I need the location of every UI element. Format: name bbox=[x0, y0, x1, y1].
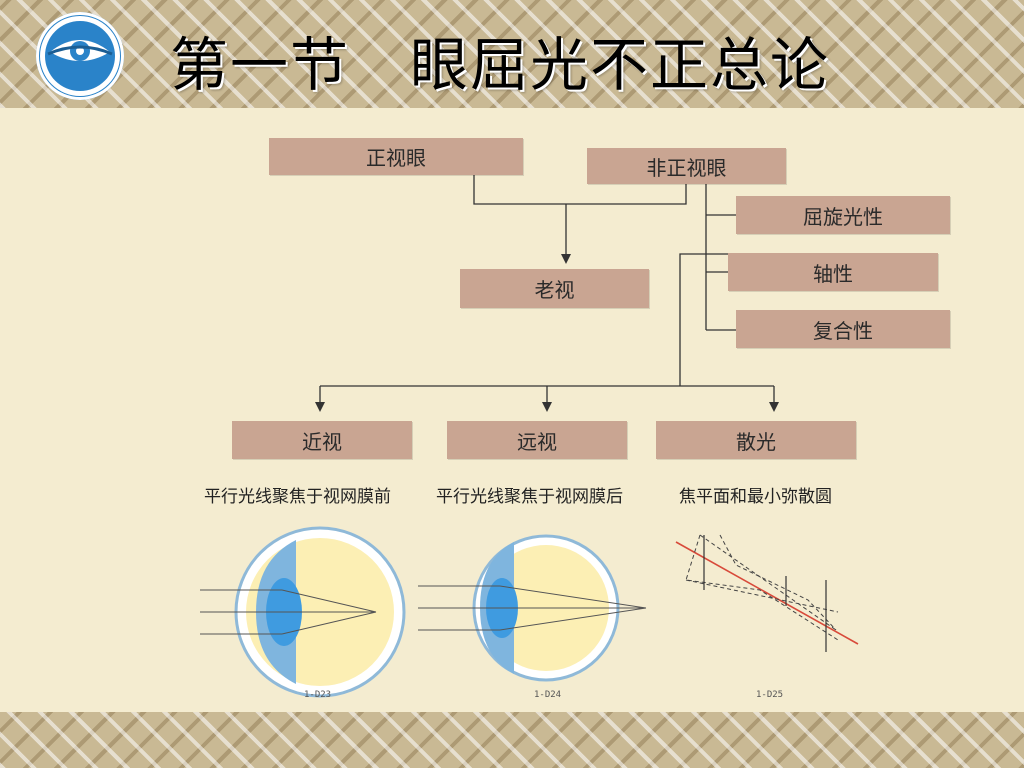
figure-number-2: 1-D24 bbox=[534, 690, 562, 700]
caption-myopia: 平行光线聚焦于视网膜前 bbox=[204, 487, 391, 507]
node-presbyopia: 老视 bbox=[460, 269, 649, 308]
figure-number-3: 1-D25 bbox=[756, 690, 784, 700]
caption-hyperopia: 平行光线聚焦于视网膜后 bbox=[436, 487, 623, 507]
astigmatism-illustration bbox=[675, 534, 859, 652]
node-emmetropia: 正视眼 bbox=[269, 138, 523, 175]
node-hyperopia: 远视 bbox=[447, 421, 627, 459]
hyperopia-eye-illustration bbox=[418, 534, 647, 682]
header-pattern-band bbox=[0, 0, 1024, 108]
logo-eye-icon bbox=[36, 12, 124, 100]
node-astigmatism: 散光 bbox=[656, 421, 856, 459]
node-refractive: 屈旋光性 bbox=[736, 196, 950, 234]
connector-lines bbox=[319, 175, 775, 404]
node-myopia: 近视 bbox=[232, 421, 412, 459]
node-ametropia: 非正视眼 bbox=[587, 148, 786, 184]
caption-astigmatism: 焦平面和最小弥散圆 bbox=[679, 487, 832, 507]
arrowheads bbox=[315, 254, 779, 412]
figure-number-1: 1-D23 bbox=[304, 690, 332, 700]
page-title: 第一节 眼屈光不正总论 bbox=[170, 31, 831, 99]
myopia-eye-illustration bbox=[200, 526, 406, 698]
node-axial: 轴性 bbox=[728, 253, 938, 291]
node-compound: 复合性 bbox=[736, 310, 950, 348]
footer-pattern-band bbox=[0, 712, 1024, 768]
